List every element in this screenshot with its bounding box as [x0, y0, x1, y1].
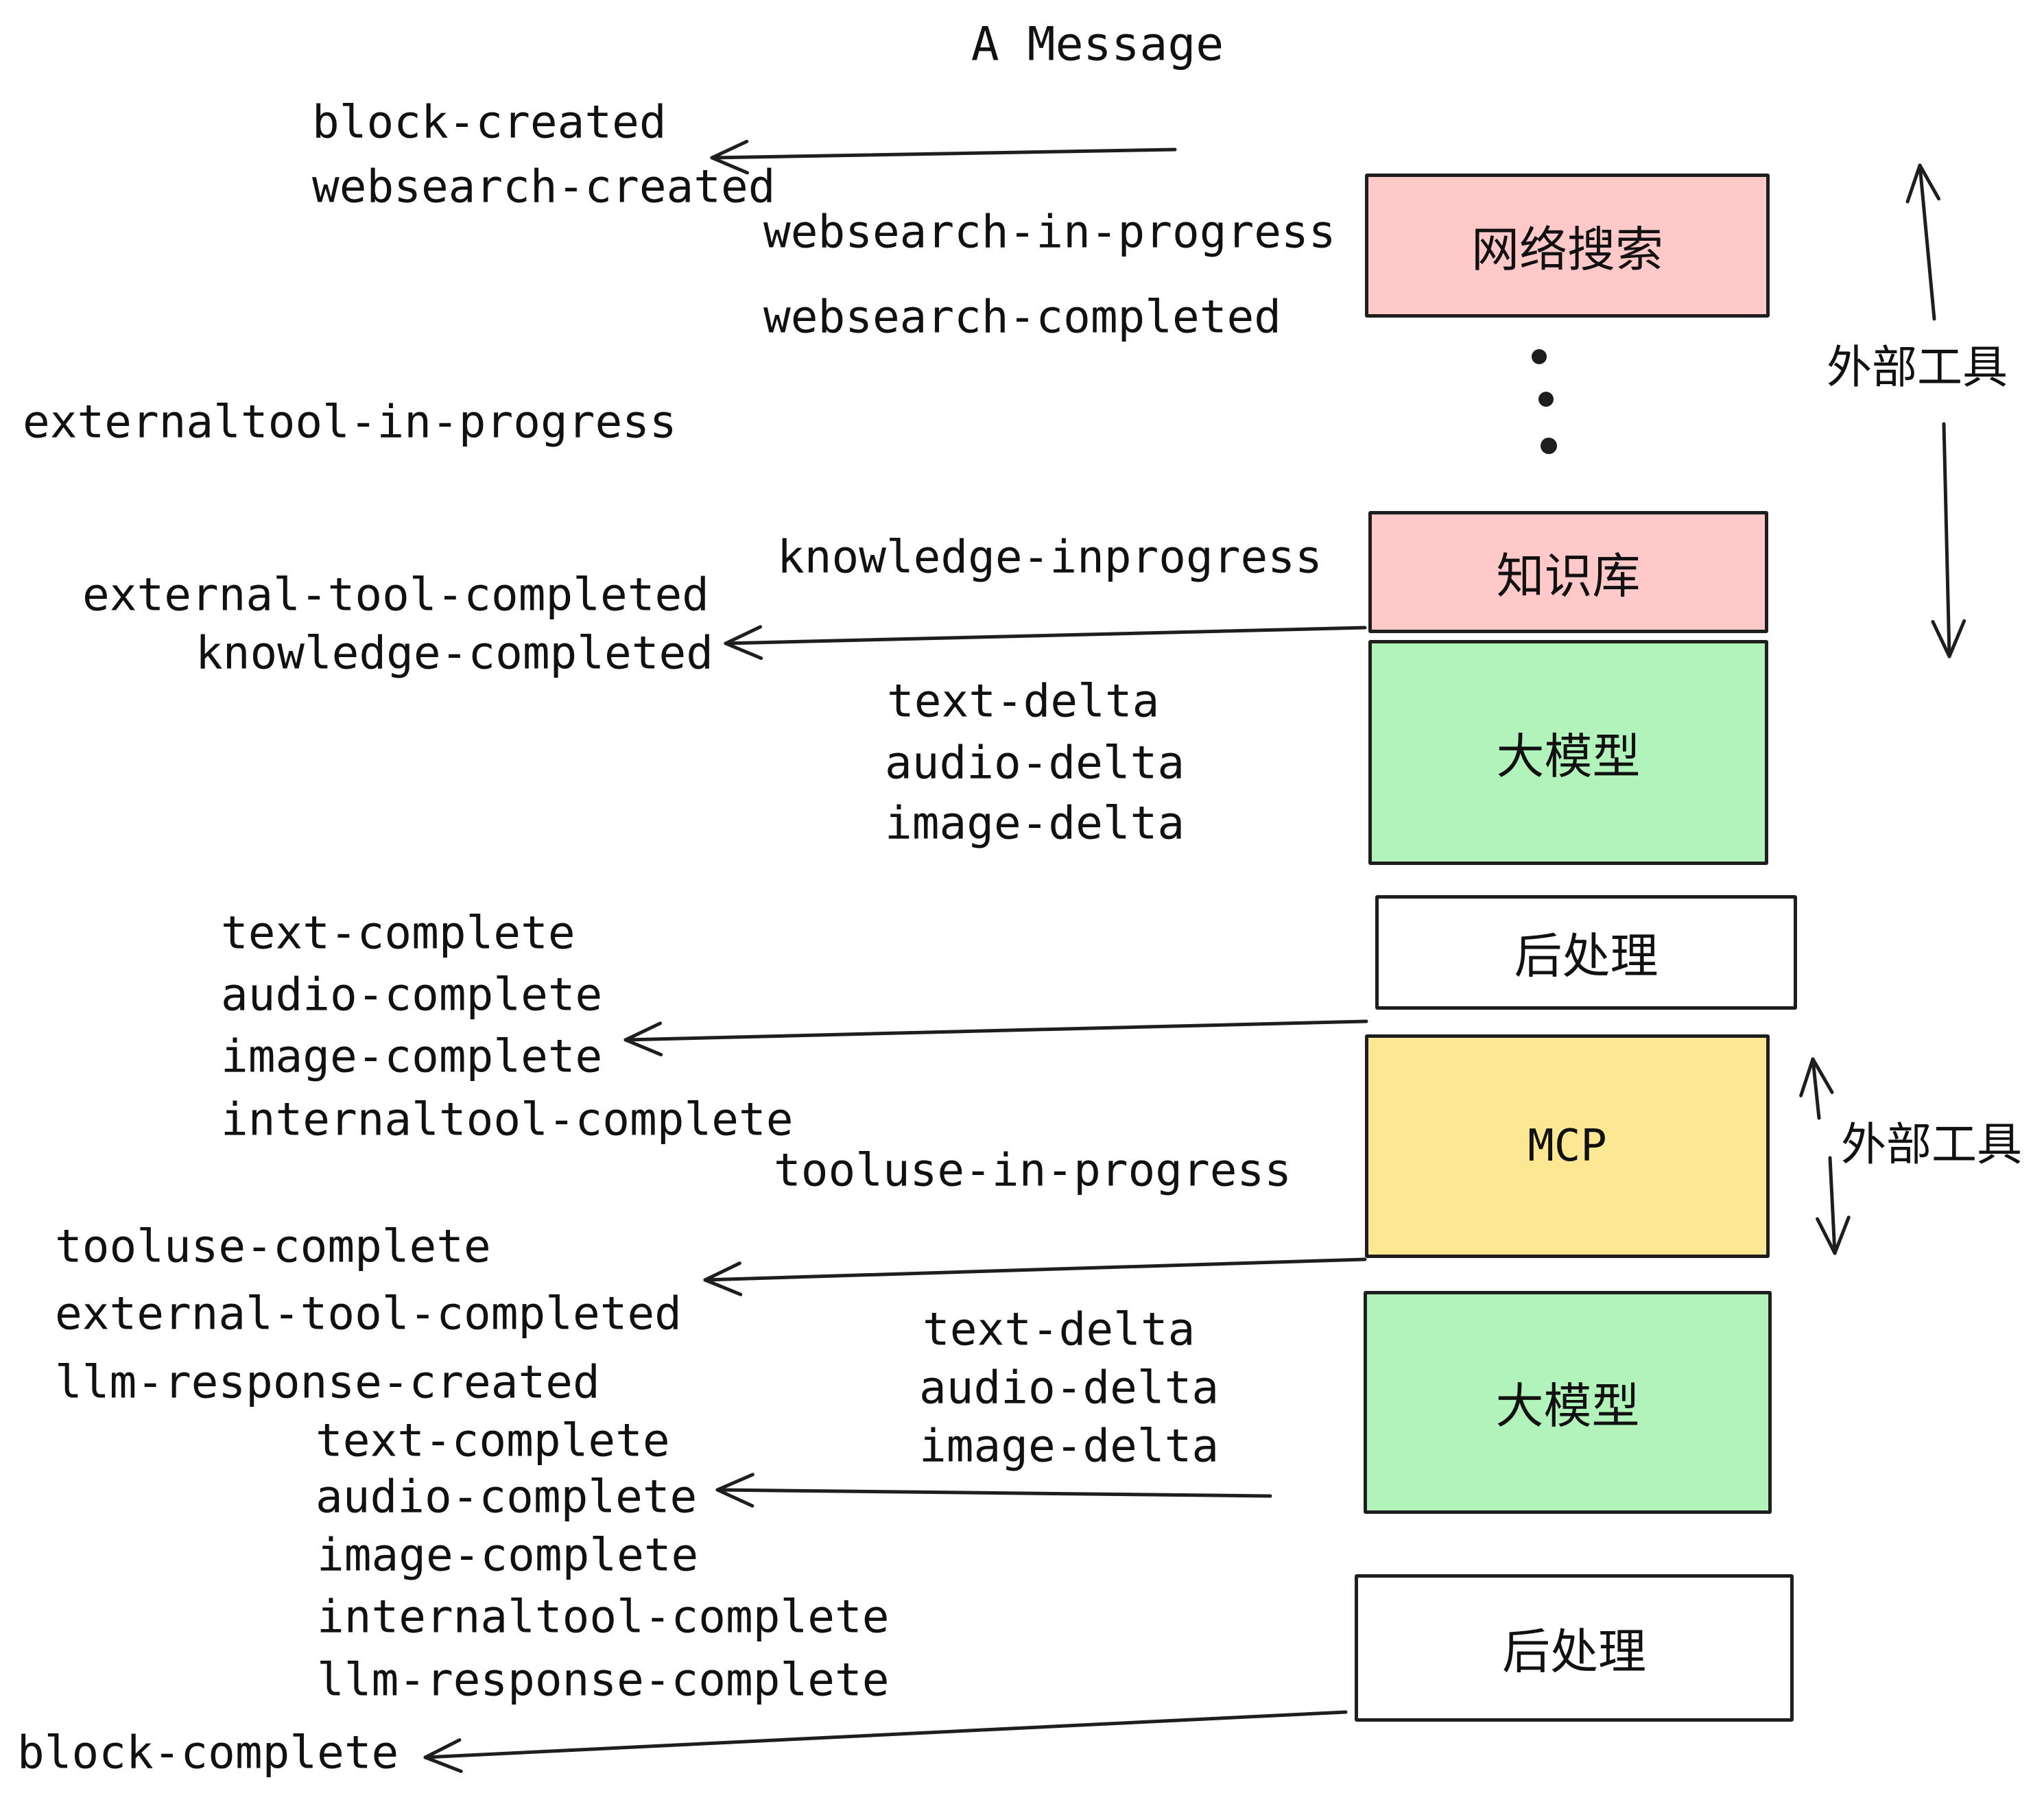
event-knowledge-inprogress: knowledge-inprogress: [777, 530, 1322, 584]
node-mcp-label: MCP: [1528, 1121, 1607, 1172]
event-text-complete-2: text-complete: [316, 1414, 670, 1467]
event-image-complete-1: image-complete: [221, 1030, 603, 1083]
event-internaltool-complete-2: internaltool-complete: [317, 1590, 890, 1643]
arrow-external-top-down: [1931, 422, 1966, 658]
event-text-complete-1: text-complete: [221, 906, 575, 960]
event-audio-complete-1: audio-complete: [221, 968, 603, 1021]
event-block-complete: block-complete: [17, 1726, 399, 1779]
event-text-delta-1: text-delta: [887, 674, 1160, 728]
diagram-title: A Message: [971, 17, 1224, 72]
event-audio-delta-2: audio-delta: [919, 1361, 1220, 1414]
event-tooluse-complete: tooluse-complete: [55, 1220, 491, 1273]
arrow-block-complete: [423, 1710, 1348, 1773]
event-websearch-created: websearch-created: [312, 160, 776, 213]
node-llm-2: 大模型: [1364, 1291, 1772, 1514]
annotation-external-tools-top: 外部工具: [1827, 342, 2008, 392]
arrow-image-complete: [623, 1019, 1368, 1057]
arrow-external-top-up: [1905, 163, 1941, 321]
event-externaltool-in-progress: externaltool-in-progress: [23, 395, 677, 449]
event-external-tool-completed-2: external-tool-completed: [55, 1287, 682, 1340]
event-internaltool-complete-1: internaltool-complete: [221, 1093, 794, 1146]
node-knowledge: 知识库: [1368, 511, 1768, 633]
event-external-tool-completed-1: external-tool-completed: [82, 568, 709, 621]
arrow-knowledge-completed: [724, 625, 1367, 661]
annotation-external-tools-mcp: 外部工具: [1841, 1119, 2022, 1170]
node-postprocess-2: 后处理: [1355, 1574, 1794, 1722]
node-websearch: 网络搜索: [1365, 174, 1770, 318]
event-llm-response-complete: llm-response-complete: [317, 1653, 890, 1707]
node-mcp: MCP: [1365, 1034, 1770, 1258]
event-block-created: block-created: [312, 95, 667, 149]
arrow-tooluse-complete: [703, 1257, 1367, 1296]
event-audio-complete-2: audio-complete: [316, 1470, 698, 1523]
node-llm-1-label: 大模型: [1496, 729, 1641, 783]
arrow-audio-complete: [715, 1473, 1272, 1508]
arrow-external-mcp-up: [1799, 1057, 1834, 1120]
node-llm-2-label: 大模型: [1495, 1379, 1640, 1433]
event-tooluse-in-progress: tooluse-in-progress: [774, 1143, 1292, 1197]
event-audio-delta-1: audio-delta: [885, 736, 1185, 790]
node-websearch-label: 网络搜索: [1471, 222, 1663, 276]
node-knowledge-label: 知识库: [1496, 549, 1641, 603]
arrow-websearch-created: [710, 139, 1177, 175]
node-postprocess-2-label: 后处理: [1502, 1625, 1646, 1678]
event-text-delta-2: text-delta: [923, 1303, 1196, 1356]
event-image-delta-1: image-delta: [885, 796, 1185, 850]
event-image-delta-2: image-delta: [919, 1419, 1220, 1473]
node-llm-1: 大模型: [1368, 640, 1768, 865]
node-postprocess-1: 后处理: [1375, 895, 1797, 1010]
event-llm-response-created: llm-response-created: [55, 1355, 600, 1409]
event-knowledge-completed: knowledge-completed: [195, 626, 713, 680]
ellipsis-dot: [1532, 349, 1547, 364]
arrow-external-mcp-down: [1816, 1156, 1851, 1255]
event-websearch-in-progress: websearch-in-progress: [763, 205, 1336, 259]
ellipsis-dot: [1541, 438, 1557, 454]
node-postprocess-1-label: 后处理: [1514, 929, 1659, 983]
ellipsis-dot: [1538, 392, 1554, 407]
event-image-complete-2: image-complete: [317, 1528, 699, 1582]
event-websearch-completed: websearch-completed: [763, 290, 1281, 344]
